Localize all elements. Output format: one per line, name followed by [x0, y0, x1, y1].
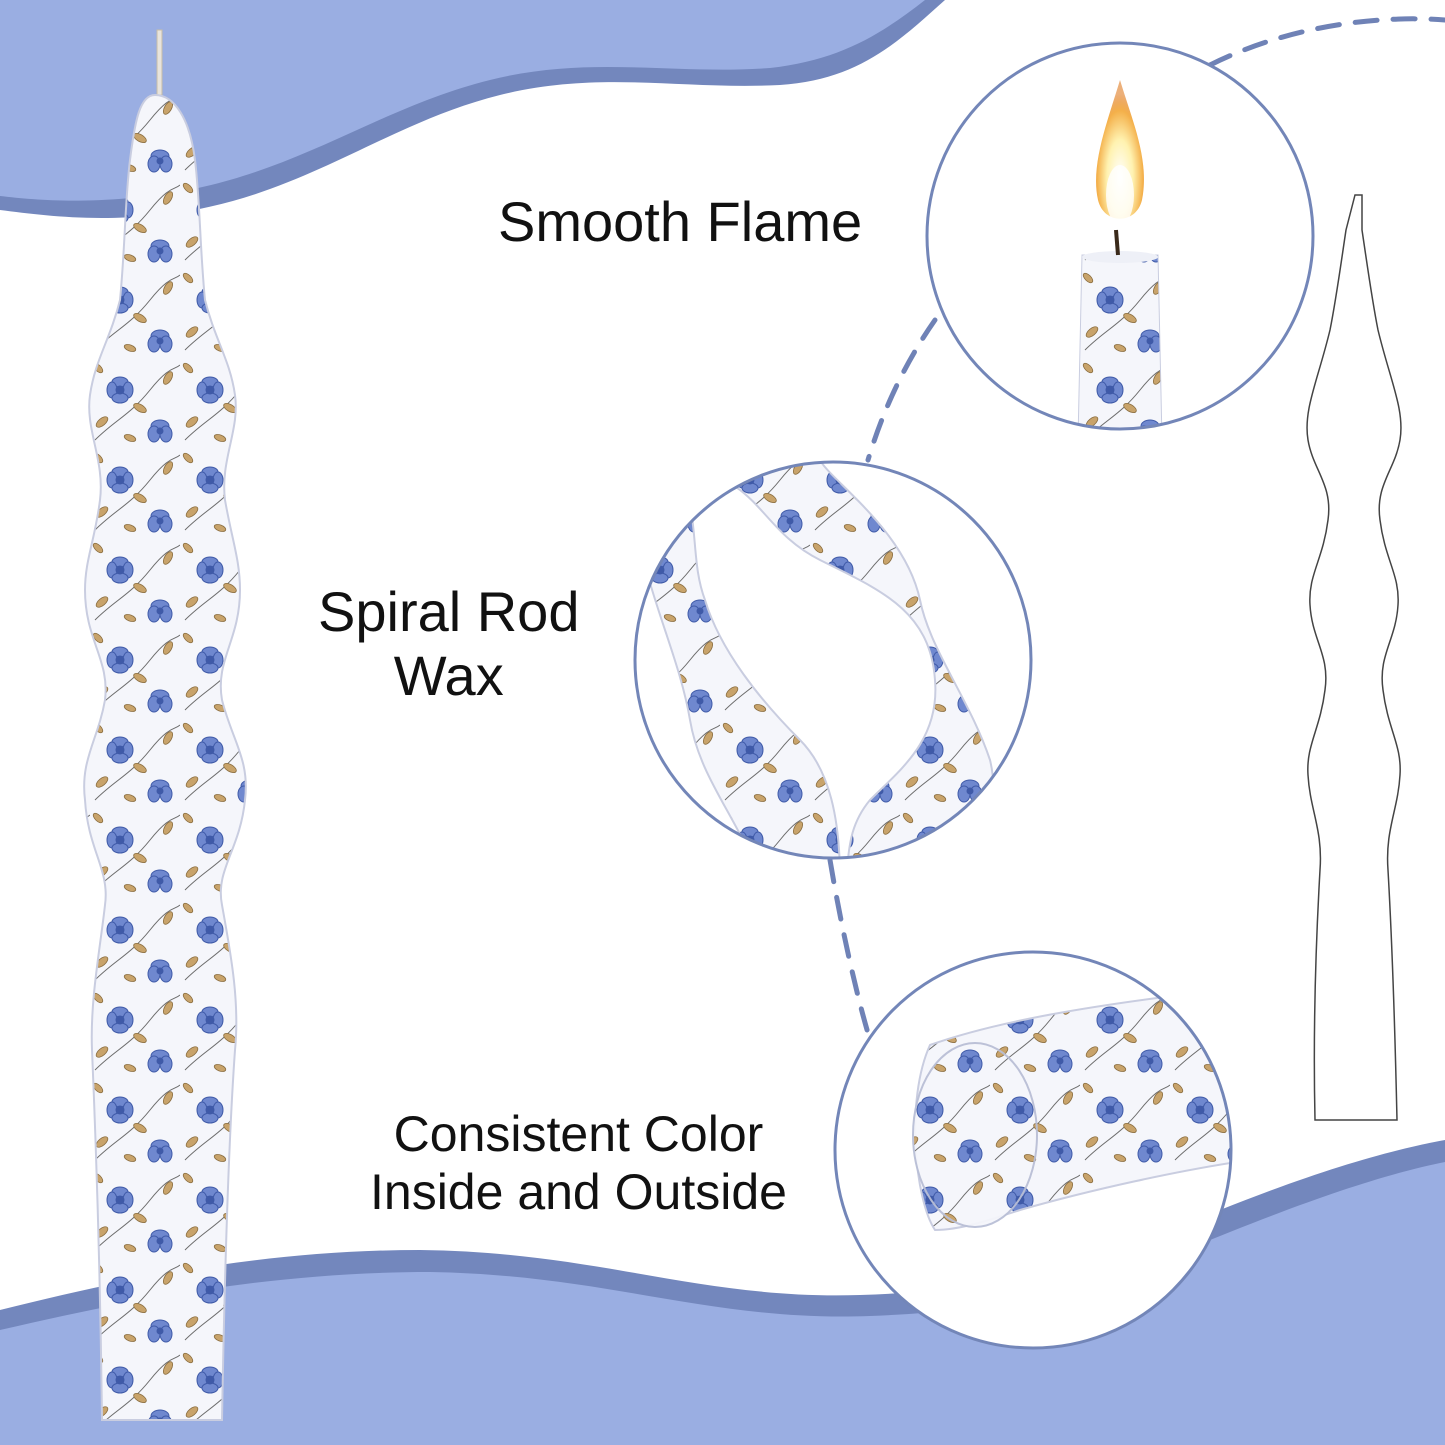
spiral-candle-body [83, 93, 247, 1421]
top-wave [0, 0, 945, 218]
spiral-wax-closeup [633, 460, 1033, 860]
smooth-flame-label-line-1: Smooth Flame [498, 190, 863, 253]
bottom-wave [0, 1140, 1445, 1445]
candle-outline-illustration [1306, 194, 1402, 1121]
candle-end-section [912, 1042, 1038, 1228]
cross-section-closeup [833, 950, 1233, 1350]
consistent-color-label-line-2: Inside and Outside [370, 1163, 787, 1220]
dashed-connector [827, 16, 1445, 1043]
flame-closeup [925, 41, 1315, 431]
spiral-rod-wax-label: Spiral Rod Wax [318, 580, 579, 709]
spiral-rod-wax-label-line-2: Wax [393, 644, 504, 708]
smooth-flame-label: Smooth Flame [498, 190, 862, 254]
consistent-color-label-line-1: Consistent Color [393, 1106, 764, 1162]
candle-photo [83, 29, 247, 1421]
spiral-rod-wax-label-line-1: Spiral Rod [318, 580, 580, 643]
consistent-color-label: Consistent Color Inside and Outside [370, 1106, 787, 1221]
